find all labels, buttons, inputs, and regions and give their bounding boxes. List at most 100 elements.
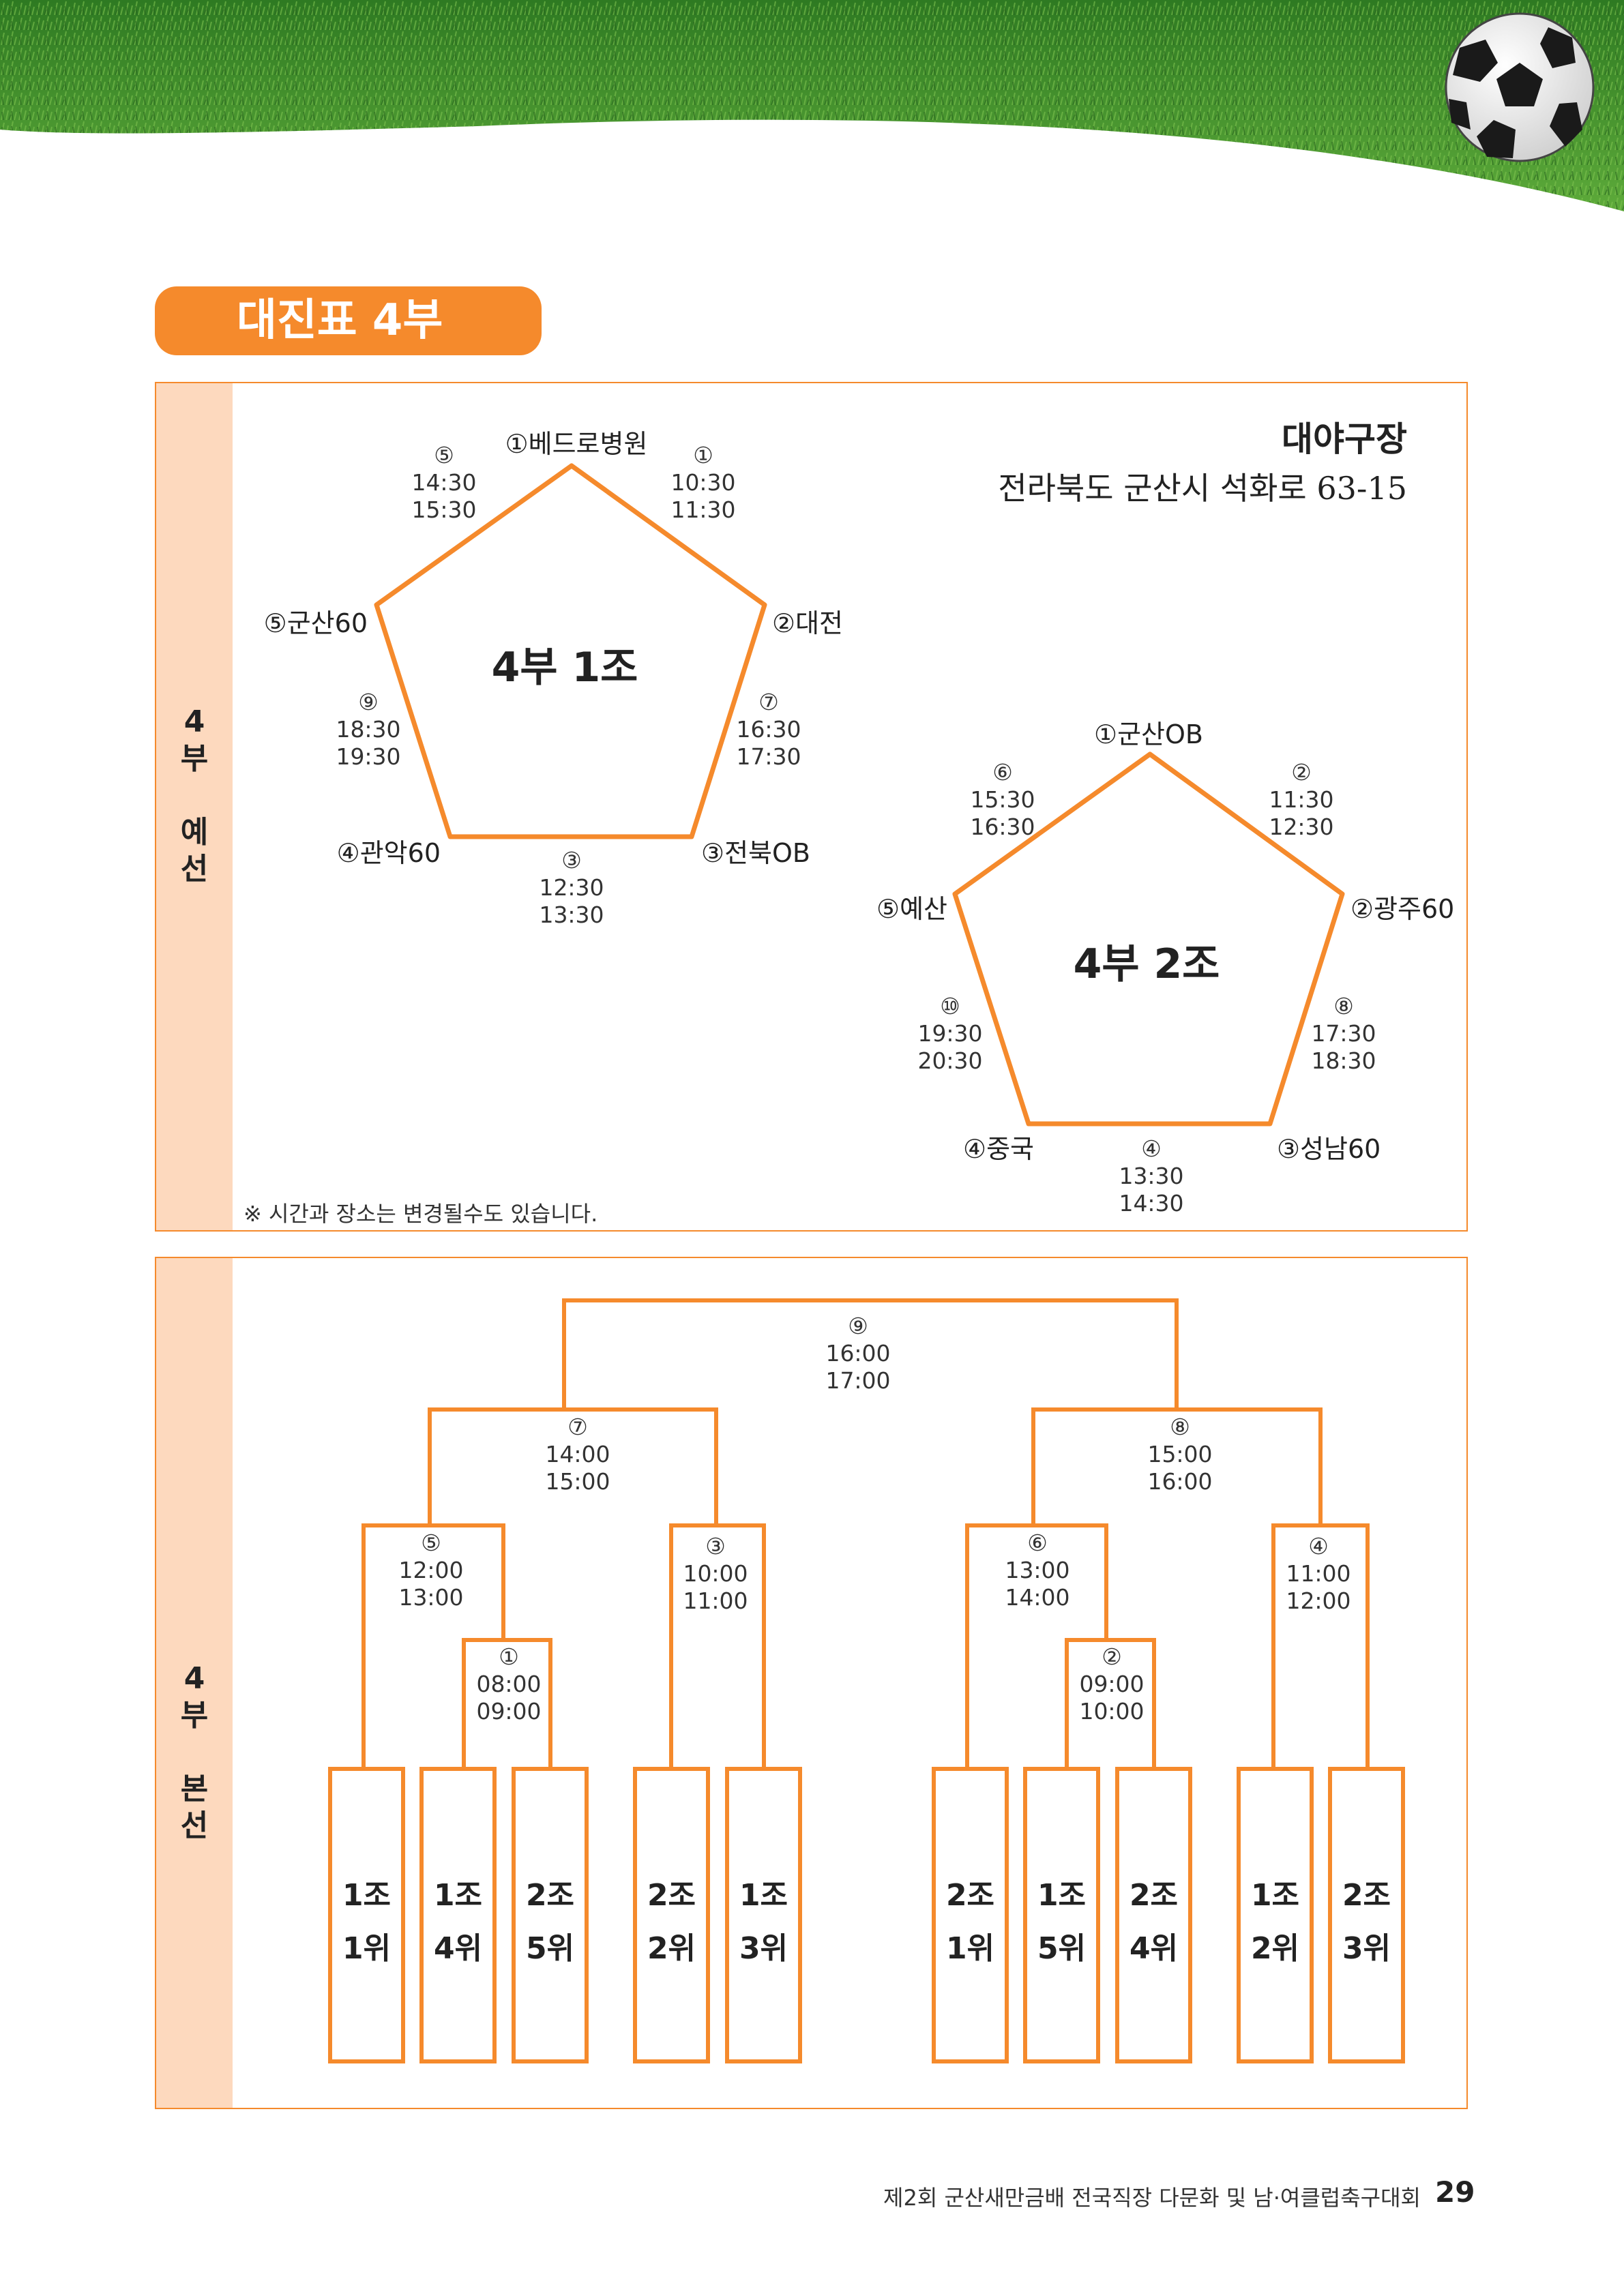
group1-match: ⑦ 16:30 17:30 — [736, 689, 801, 771]
match-end: 16:00 — [1147, 1468, 1213, 1495]
bracket-match: ⑦ 14:00 15:00 — [545, 1414, 610, 1495]
group1-team: ②대전 — [772, 608, 843, 638]
match-end: 16:30 — [970, 814, 1035, 840]
seed-rank: 5위 — [1037, 1931, 1087, 1966]
group2-match: ⑩ 19:30 20:30 — [917, 993, 982, 1075]
group1-team: ①베드로병원 — [505, 429, 648, 459]
match-end: 13:00 — [398, 1584, 464, 1611]
seed-box: 2조 1위 — [932, 1767, 1009, 2063]
group1-pentagon — [374, 463, 767, 839]
page-title: 대진표 4부 — [237, 295, 443, 346]
seed-group: 1조 — [739, 1878, 788, 1913]
seed-group: 2조 — [1129, 1878, 1179, 1913]
match-start: 17:30 — [1311, 1020, 1376, 1047]
seed-group: 1조 — [1250, 1878, 1300, 1913]
match-end: 19:30 — [336, 743, 401, 770]
match-end: 11:30 — [670, 496, 736, 523]
bracket-match: ⑨ 16:00 17:00 — [825, 1313, 890, 1395]
finals-panel: 4 부 본 선 — [155, 1257, 1468, 2109]
seed-box: 1조 3위 — [725, 1767, 802, 2063]
group1-name: 4부 1조 — [491, 644, 638, 691]
seed-box: 2조 2위 — [633, 1767, 710, 2063]
side-label-char: 본 — [180, 1772, 209, 1806]
bracket-match: ⑤ 12:00 13:00 — [398, 1530, 463, 1611]
match-no: ⑦ — [567, 1414, 588, 1440]
match-end: 12:30 — [1269, 814, 1334, 840]
match-no: ⑥ — [1027, 1530, 1048, 1556]
bracket-match: ③ 10:00 11:00 — [683, 1533, 748, 1615]
bracket-match: ① 08:00 09:00 — [476, 1643, 541, 1725]
seed-rank: 3위 — [739, 1931, 788, 1966]
seed-rank: 1위 — [945, 1931, 995, 1966]
match-no: ④ — [1141, 1135, 1162, 1162]
seed-group: 1조 — [433, 1878, 483, 1913]
soccer-ball-icon — [1445, 12, 1595, 162]
group2-match: ⑥ 15:30 16:30 — [970, 759, 1035, 841]
seed-group: 1조 — [1037, 1878, 1087, 1913]
match-no: ⑨ — [848, 1313, 868, 1339]
match-end: 18:30 — [1311, 1047, 1376, 1074]
seed-group: 2조 — [945, 1878, 995, 1913]
seed-box: 1조 5위 — [1023, 1767, 1100, 2063]
match-end: 17:00 — [825, 1367, 891, 1394]
group1-match: ⑤ 14:30 15:30 — [411, 442, 476, 524]
venue-address: 전라북도 군산시 석화로 63-15 — [998, 470, 1407, 507]
match-end: 20:30 — [917, 1047, 983, 1074]
match-start: 12:00 — [398, 1557, 464, 1583]
side-label-char: 부 — [180, 741, 209, 776]
seed-group: 2조 — [525, 1878, 575, 1913]
match-no: ③ — [705, 1533, 726, 1560]
match-no: ⑤ — [421, 1530, 441, 1556]
match-end: 12:00 — [1286, 1587, 1351, 1614]
bracket-match: ⑥ 13:00 14:00 — [1005, 1530, 1069, 1611]
group2-name: 4부 2조 — [1073, 940, 1220, 988]
venue-name: 대야구장 — [1282, 419, 1407, 459]
seed-rank: 3위 — [1342, 1931, 1391, 1966]
seed-rank: 4위 — [1129, 1931, 1179, 1966]
group1-match: ③ 12:30 13:30 — [539, 847, 604, 929]
match-start: 14:00 — [545, 1441, 610, 1467]
group1-match: ⑨ 18:30 19:30 — [336, 689, 400, 771]
side-label-char: 4 — [183, 704, 205, 739]
group2-team: ③성남60 — [1277, 1134, 1381, 1164]
match-start: 16:30 — [736, 716, 801, 743]
bracket-lines — [361, 1298, 1370, 1767]
seed-group: 1조 — [342, 1878, 392, 1913]
seed-box: 2조 4위 — [1115, 1767, 1192, 2063]
side-label-char: 4 — [183, 1661, 205, 1696]
match-end: 14:30 — [1119, 1190, 1184, 1217]
side-label-char: 선 — [180, 852, 209, 886]
match-end: 13:30 — [539, 901, 604, 928]
bracket-match: ⑧ 15:00 16:00 — [1147, 1414, 1212, 1495]
prelim-side-bar — [156, 383, 233, 1230]
prelim-side-label: 4 부 예 선 — [156, 704, 233, 888]
match-start: 16:00 — [825, 1340, 891, 1367]
match-start: 11:00 — [1286, 1560, 1351, 1587]
finals-side-bar — [156, 1258, 233, 2108]
match-start: 15:00 — [1147, 1441, 1213, 1467]
match-end: 15:30 — [411, 496, 477, 523]
match-start: 14:30 — [411, 469, 477, 496]
seed-box: 1조 4위 — [419, 1767, 497, 2063]
group2-pentagon — [952, 751, 1345, 1127]
match-start: 15:30 — [970, 786, 1035, 813]
page-number: 29 — [1435, 2175, 1475, 2209]
group2-team: ②광주60 — [1350, 894, 1455, 924]
match-start: 08:00 — [476, 1671, 542, 1697]
group2-team: ④중국 — [963, 1134, 1034, 1164]
group1-team: ③전북OB — [701, 838, 810, 868]
match-end: 09:00 — [476, 1698, 542, 1725]
match-no: ⑦ — [758, 689, 779, 715]
match-no: ⑩ — [940, 993, 960, 1019]
bracket-match: ② 09:00 10:00 — [1079, 1643, 1144, 1725]
match-no: ⑥ — [992, 759, 1013, 786]
group2-team: ⑤예산 — [876, 894, 947, 924]
group1-match: ① 10:30 11:30 — [670, 442, 735, 524]
match-no: ③ — [561, 847, 582, 874]
grass-header-image — [0, 0, 1624, 211]
seed-box: 1조 1위 — [328, 1767, 405, 2063]
match-start: 19:30 — [917, 1020, 983, 1047]
match-end: 11:00 — [683, 1587, 748, 1614]
seed-rank: 1위 — [342, 1931, 392, 1966]
